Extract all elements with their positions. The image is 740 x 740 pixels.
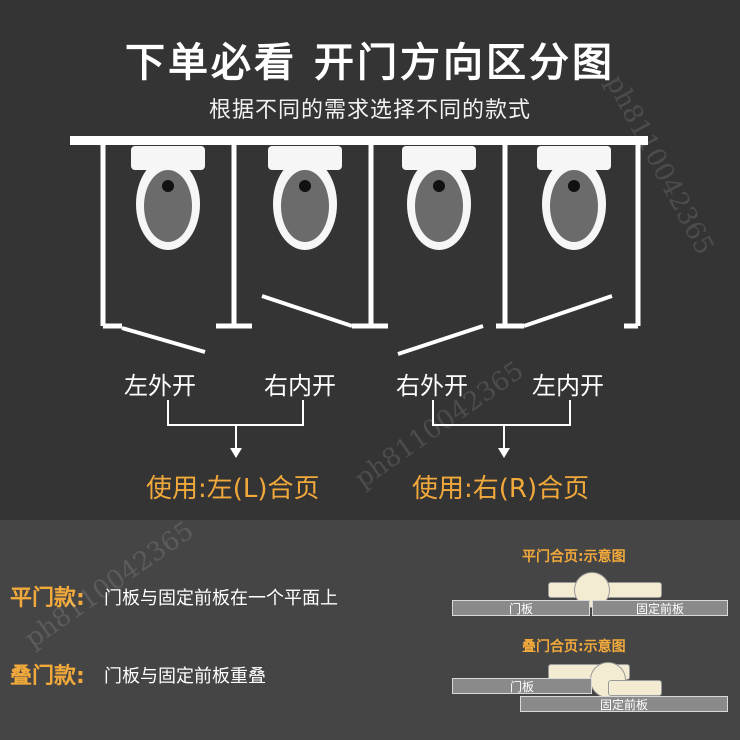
overlap-door-style-desc: 门板与固定前板重叠 xyxy=(104,666,266,687)
overlap-door-board: 门板 xyxy=(452,678,592,694)
overlap-hinge-diagram-title: 叠门合页:示意图 xyxy=(522,639,626,655)
bracket-right xyxy=(432,400,571,426)
flat-door-style-name: 平门款: xyxy=(10,586,85,611)
label-left-in: 左内开 xyxy=(532,372,604,400)
top-wall xyxy=(70,136,648,145)
label-right-out: 右外开 xyxy=(396,372,468,400)
usage-right-hinge: 使用:右(R)合页 xyxy=(412,474,590,504)
page-subtitle: 根据不同的需求选择不同的款式 xyxy=(208,98,531,123)
flat-door-style-desc: 门板与固定前板在一个平面上 xyxy=(104,588,338,609)
label-right-in: 右内开 xyxy=(264,372,336,400)
usage-left-hinge: 使用:左(L)合页 xyxy=(146,474,320,504)
toilet-4 xyxy=(537,146,611,250)
door-3 xyxy=(397,324,484,356)
overlap-fixed-panel: 固定前板 xyxy=(520,696,728,712)
toilet-1 xyxy=(131,146,205,250)
arrow-head-left xyxy=(230,448,242,458)
door-1 xyxy=(121,326,206,354)
toilet-3 xyxy=(402,146,476,250)
door-4 xyxy=(523,294,613,328)
door-2 xyxy=(261,294,353,328)
stall-diagram xyxy=(70,136,648,458)
flat-door-board: 门板 xyxy=(452,600,590,616)
toilet-2 xyxy=(268,146,342,250)
flat-hinge-diagram-title: 平门合页:示意图 xyxy=(522,549,626,565)
overlap-hinge-plate-bottom xyxy=(608,680,662,696)
overlap-door-style-name: 叠门款: xyxy=(10,664,85,689)
label-left-out: 左外开 xyxy=(124,372,196,400)
page-title: 下单必看 开门方向区分图 xyxy=(125,40,615,86)
bracket-left xyxy=(167,400,304,426)
arrow-head-right xyxy=(498,448,510,458)
flat-fixed-panel: 固定前板 xyxy=(592,600,728,616)
